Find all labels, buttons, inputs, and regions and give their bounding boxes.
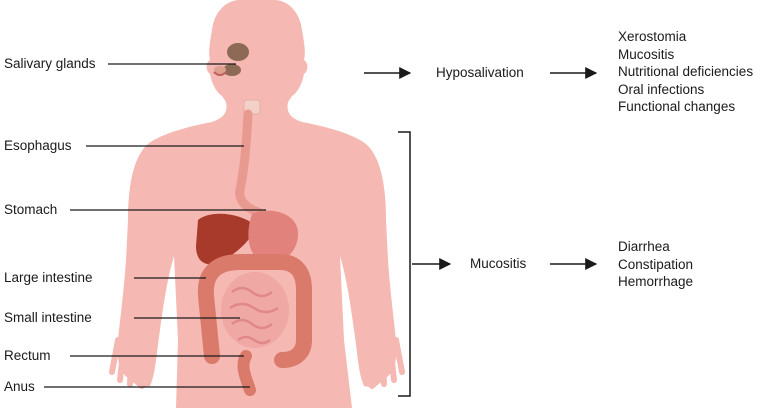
- upper-effect-item: Oral infections: [618, 81, 705, 97]
- label-small-intestine: Small intestine: [4, 310, 92, 325]
- upper-effects-list: Xerostomia Mucositis Nutritional deficie…: [618, 28, 753, 116]
- label-salivary-glands: Salivary glands: [4, 56, 96, 71]
- lower-effect-item: Hemorrhage: [618, 274, 694, 289]
- bracket: [398, 131, 411, 397]
- upper-effect-item: Functional changes: [618, 99, 736, 114]
- small-intestine-illustration: [221, 272, 289, 348]
- flow-arrows: [364, 67, 598, 270]
- body-outline: [117, 0, 397, 408]
- upper-effect-item: Nutritional deficiencies: [618, 64, 754, 79]
- label-esophagus: Esophagus: [4, 138, 72, 153]
- esophagus-illustration: [235, 99, 263, 217]
- lower-effect-item: Constipation: [618, 256, 694, 272]
- lower-effect-item: Diarrhea: [618, 239, 670, 254]
- salivary-glands-illustration: [213, 43, 249, 76]
- liver-illustration: [196, 213, 256, 265]
- upper-effect-item: Mucositis: [618, 46, 675, 62]
- label-hyposalivation: Hyposalivation: [436, 65, 524, 80]
- lower-effects-list: Diarrhea Constipation Hemorrhage: [618, 238, 693, 291]
- label-mucositis-condition: Mucositis: [470, 256, 527, 271]
- stomach-illustration: [248, 210, 299, 263]
- large-intestine-illustration: [197, 254, 312, 368]
- leader-lines: [44, 63, 266, 388]
- upper-effect-item: Xerostomia: [618, 29, 687, 44]
- right-hand-fingers: [369, 337, 405, 389]
- label-stomach: Stomach: [4, 202, 58, 217]
- label-large-intestine: Large intestine: [4, 270, 93, 285]
- rectum-illustration: [237, 350, 256, 396]
- label-rectum: Rectum: [4, 348, 51, 363]
- label-anus: Anus: [4, 379, 35, 394]
